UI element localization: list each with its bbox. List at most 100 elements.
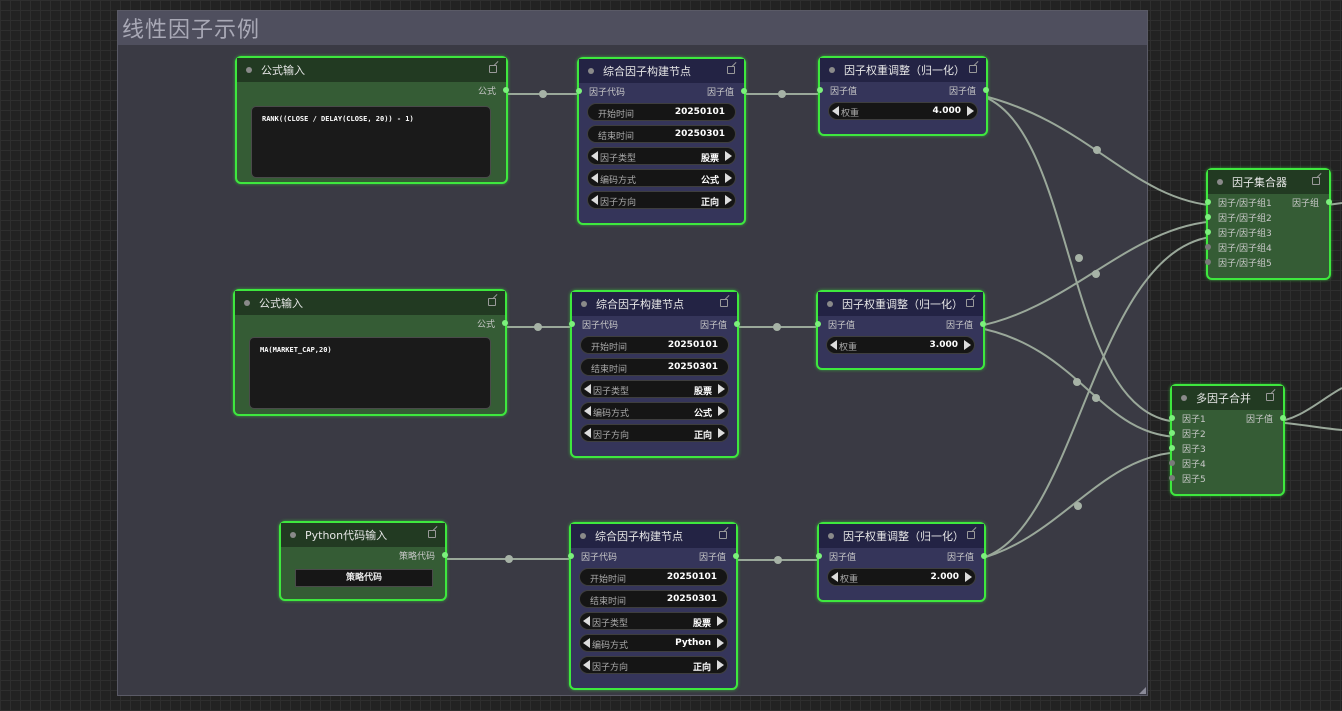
factor-type-combo[interactable]: 因子类型 股票 — [580, 380, 729, 398]
factor-weight-node-2[interactable]: 因子权重调整（归一化） 因子值 因子值 权重 3.000 — [815, 290, 986, 370]
collapse-dot-icon[interactable] — [1181, 395, 1187, 401]
collapse-dot-icon[interactable] — [290, 532, 296, 538]
start-time-field[interactable]: 开始时间 20250101 — [580, 336, 729, 354]
start-time-field[interactable]: 开始时间 20250101 — [587, 103, 736, 121]
edit-icon[interactable] — [967, 531, 975, 539]
arrow-left-icon[interactable] — [584, 428, 591, 438]
arrow-right-icon[interactable] — [717, 638, 724, 648]
edit-icon[interactable] — [1266, 393, 1274, 401]
input-port[interactable] — [1169, 430, 1175, 436]
factor-collector-node[interactable]: 因子集合器 因子/因子组1 因子组 因子/因子组2 因子/因子组3 因子/因子组… — [1205, 168, 1332, 280]
node-header[interactable]: 因子集合器 — [1208, 170, 1329, 194]
end-time-field[interactable]: 结束时间 20250301 — [580, 358, 729, 376]
arrow-right-icon[interactable] — [718, 406, 725, 416]
input-port[interactable] — [568, 553, 574, 559]
factor-weight-node-3[interactable]: 因子权重调整（归一化） 因子值 因子值 权重 2.000 — [816, 522, 987, 602]
edit-icon[interactable] — [489, 65, 497, 73]
arrow-left-icon[interactable] — [831, 572, 838, 582]
arrow-right-icon[interactable] — [967, 106, 974, 116]
formula-input-node-1[interactable]: 公式输入 公式 RANK((CLOSE / DELAY(CLOSE, 20)) … — [235, 56, 509, 184]
input-port[interactable] — [1205, 199, 1211, 205]
edit-icon[interactable] — [966, 299, 974, 307]
edit-icon[interactable] — [488, 298, 496, 306]
input-port[interactable] — [1169, 475, 1175, 481]
encoding-combo[interactable]: 编码方式 公式 — [580, 402, 729, 420]
node-header[interactable]: 公式输入 — [235, 291, 505, 315]
arrow-left-icon[interactable] — [591, 173, 598, 183]
output-port[interactable] — [1326, 199, 1332, 205]
formula-textarea[interactable]: RANK((CLOSE / DELAY(CLOSE, 20)) - 1) — [251, 106, 491, 178]
direction-combo[interactable]: 因子方向 正向 — [579, 656, 728, 674]
input-port[interactable] — [1205, 214, 1211, 220]
output-port[interactable] — [502, 320, 508, 326]
collapse-dot-icon[interactable] — [588, 68, 594, 74]
python-code-input-node[interactable]: Python代码输入 策略代码 策略代码 — [279, 521, 448, 601]
arrow-right-icon[interactable] — [717, 660, 724, 670]
output-port[interactable] — [1280, 415, 1286, 421]
arrow-left-icon[interactable] — [832, 106, 839, 116]
strategy-code-button[interactable]: 策略代码 — [295, 569, 433, 587]
arrow-left-icon[interactable] — [583, 638, 590, 648]
node-header[interactable]: 多因子合并 — [1172, 386, 1283, 410]
arrow-left-icon[interactable] — [583, 660, 590, 670]
input-port[interactable] — [1205, 259, 1211, 265]
input-port[interactable] — [1169, 460, 1175, 466]
output-port[interactable] — [442, 552, 448, 558]
collapse-dot-icon[interactable] — [580, 533, 586, 539]
output-port[interactable] — [733, 553, 739, 559]
weight-number-input[interactable]: 权重 4.000 — [828, 102, 978, 120]
node-header[interactable]: 因子权重调整（归一化） — [820, 58, 986, 82]
start-time-field[interactable]: 开始时间 20250101 — [579, 568, 728, 586]
collapse-dot-icon[interactable] — [244, 300, 250, 306]
collapse-dot-icon[interactable] — [1217, 179, 1223, 185]
arrow-right-icon[interactable] — [725, 173, 732, 183]
factor-build-node-1[interactable]: 综合因子构建节点 因子代码 因子值 开始时间 20250101 结束时间 202… — [576, 57, 747, 225]
arrow-left-icon[interactable] — [583, 616, 590, 626]
input-port[interactable] — [815, 321, 821, 327]
edit-icon[interactable] — [720, 299, 728, 307]
collapse-dot-icon[interactable] — [581, 301, 587, 307]
output-port[interactable] — [981, 553, 987, 559]
direction-combo[interactable]: 因子方向 正向 — [580, 424, 729, 442]
collapse-dot-icon[interactable] — [828, 533, 834, 539]
group-resize-handle[interactable] — [1139, 687, 1146, 694]
end-time-field[interactable]: 结束时间 20250301 — [587, 125, 736, 143]
factor-build-node-2[interactable]: 综合因子构建节点 因子代码 因子值 开始时间 20250101 结束时间 202… — [569, 290, 740, 458]
input-port[interactable] — [1205, 229, 1211, 235]
node-header[interactable]: 综合因子构建节点 — [579, 59, 744, 83]
input-port[interactable] — [576, 88, 582, 94]
node-header[interactable]: 公式输入 — [237, 58, 506, 82]
arrow-right-icon[interactable] — [717, 616, 724, 626]
input-port[interactable] — [569, 321, 575, 327]
collapse-dot-icon[interactable] — [829, 67, 835, 73]
output-port[interactable] — [741, 88, 747, 94]
weight-number-input[interactable]: 权重 2.000 — [827, 568, 976, 586]
arrow-right-icon[interactable] — [965, 572, 972, 582]
group-title-bar[interactable]: 线性因子示例 — [118, 11, 1147, 45]
node-header[interactable]: 因子权重调整（归一化） — [819, 524, 984, 548]
input-port[interactable] — [816, 553, 822, 559]
edit-icon[interactable] — [1312, 177, 1320, 185]
edit-icon[interactable] — [969, 65, 977, 73]
output-port[interactable] — [980, 321, 986, 327]
arrow-right-icon[interactable] — [725, 195, 732, 205]
output-port[interactable] — [503, 87, 509, 93]
arrow-left-icon[interactable] — [584, 406, 591, 416]
edit-icon[interactable] — [719, 531, 727, 539]
collapse-dot-icon[interactable] — [827, 301, 833, 307]
arrow-right-icon[interactable] — [725, 151, 732, 161]
direction-combo[interactable]: 因子方向 正向 — [587, 191, 736, 209]
edit-icon[interactable] — [428, 530, 436, 538]
factor-type-combo[interactable]: 因子类型 股票 — [587, 147, 736, 165]
input-port[interactable] — [1205, 244, 1211, 250]
node-header[interactable]: Python代码输入 — [281, 523, 445, 547]
formula-textarea[interactable]: MA(MARKET_CAP,20) — [249, 337, 491, 409]
factor-weight-node-1[interactable]: 因子权重调整（归一化） 因子值 因子值 权重 4.000 — [817, 56, 989, 136]
arrow-left-icon[interactable] — [591, 151, 598, 161]
arrow-right-icon[interactable] — [718, 384, 725, 394]
arrow-right-icon[interactable] — [718, 428, 725, 438]
node-header[interactable]: 因子权重调整（归一化） — [818, 292, 983, 316]
collapse-dot-icon[interactable] — [246, 67, 252, 73]
node-header[interactable]: 综合因子构建节点 — [571, 524, 736, 548]
arrow-left-icon[interactable] — [584, 384, 591, 394]
